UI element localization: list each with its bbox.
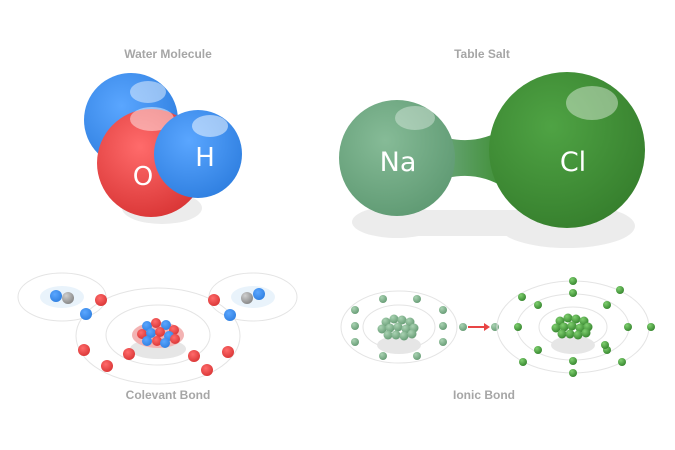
na-orbit-outer [340, 290, 458, 364]
sodium-electrons [351, 295, 467, 360]
orbit-inner [105, 304, 211, 366]
water-molecule: O H [84, 73, 242, 224]
oxygen-label: O [133, 162, 153, 192]
covalent-bond-title: Colevant Bond [125, 388, 211, 402]
covalent-electrons [78, 294, 236, 376]
hydrogen-nucleus-right-gray [241, 292, 253, 304]
sodium-atom [339, 100, 455, 216]
chlorine-nucleus [551, 313, 593, 340]
hydrogen-nucleus-left-red [50, 290, 62, 302]
ionic-bond-diagram [340, 277, 655, 377]
sodium-nucleus [377, 314, 419, 341]
transferred-electron [491, 323, 499, 331]
water-molecule-title: Water Molecule [124, 47, 212, 61]
orbit-outer [75, 287, 241, 385]
chlorine-label: Cl [560, 147, 586, 178]
table-salt-molecule: Na Cl [339, 72, 645, 248]
table-salt-title: Table Salt [454, 47, 510, 61]
hydrogen-nucleus-right-blue [253, 288, 265, 300]
right-arrow-icon [468, 323, 490, 331]
ionic-bond-title: Ionic Bond [453, 388, 515, 402]
hydrogen-nucleus-left-gray [62, 292, 74, 304]
covalent-bond-diagram [17, 272, 298, 385]
chlorine-electrons [514, 277, 655, 377]
sodium-label: Na [380, 147, 417, 178]
hydrogen-label: H [195, 143, 215, 173]
chlorine-atom [489, 72, 645, 228]
oxygen-nucleus [137, 318, 180, 348]
